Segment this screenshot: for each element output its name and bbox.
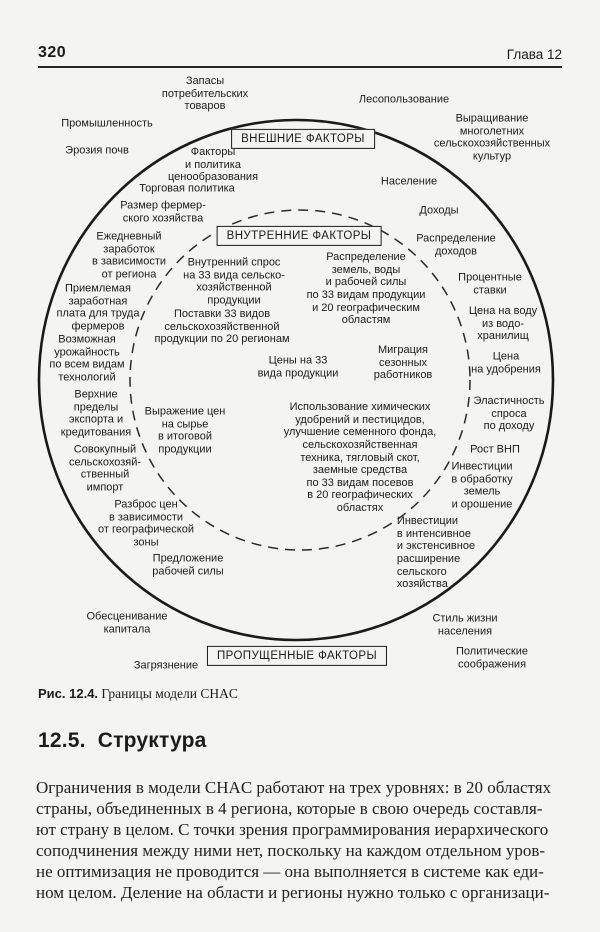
label-political-considerations: Политические соображения xyxy=(456,645,528,670)
external-factors-box: ВНЕШНИЕ ФАКТОРЫ xyxy=(231,128,375,150)
label-depreciation: Обесценивание капитала xyxy=(86,610,168,635)
figure-caption: Рис. 12.4. Границы модели CHAC xyxy=(38,686,238,702)
internal-factors-box: ВНУТРЕННИЕ ФАКТОРЫ xyxy=(216,225,382,247)
label-price-spread: Разброс цен в зависимости от географичес… xyxy=(98,498,194,549)
label-prices-33: Цены на 33 вида продукции xyxy=(257,354,339,379)
label-aggregate-import: Совокупный сельскохозяй- ственный импорт xyxy=(68,443,142,494)
circles-figure xyxy=(37,118,555,642)
label-price-expression: Выражение цен на сырье в итоговой продук… xyxy=(144,405,226,456)
section-heading: 12.5. Структура xyxy=(38,729,207,752)
inner-dashed-circle xyxy=(129,209,471,551)
label-consumer-goods-stock: Запасы потребительских товаров xyxy=(161,75,249,113)
label-labor-supply: Предложение рабочей силы xyxy=(152,552,224,577)
label-upper-limits: Верхние пределы экспорта и кредитования xyxy=(60,388,132,439)
label-pollution: Загрязнение xyxy=(133,659,199,672)
figure-caption-text: Границы модели CHAC xyxy=(98,686,238,701)
label-supplies-33: Поставки 33 видов сельскохозяйственной п… xyxy=(154,308,290,346)
omitted-factors-box: ПРОПУЩЕННЫЕ ФАКТОРЫ xyxy=(206,645,388,667)
label-resource-allocation: Распределение земель, воды и рабочей сил… xyxy=(306,251,426,327)
label-water-price: Цена на воду из водо- хранилищ xyxy=(468,305,538,343)
page-number: 320 xyxy=(38,44,67,61)
label-farm-size: Размер фермер- ского хозяйства xyxy=(120,199,206,224)
outer-circle xyxy=(37,118,555,642)
label-chemicals-use: Использование химических удобрений и пес… xyxy=(283,401,437,515)
label-acceptable-wage: Приемлемая заработная плата для труда фе… xyxy=(56,282,140,333)
figure-caption-label: Рис. 12.4. xyxy=(38,686,99,701)
label-forestry: Лесопользование xyxy=(358,93,450,106)
label-perennial-crops: Выращивание многолетних сельскохозяйстве… xyxy=(433,112,551,163)
label-demand-elasticity: Эластичность спроса по доходу xyxy=(473,395,545,433)
label-soil-erosion: Эрозия почв xyxy=(65,144,129,157)
label-trade-policy: Торговая политика xyxy=(139,182,235,195)
label-gnp-growth: Рост ВНП xyxy=(470,443,520,456)
label-factors-pricing: Факторы и политика ценообразования xyxy=(167,146,259,184)
label-internal-demand: Внутренний спрос на 33 вида сельско- хоз… xyxy=(183,256,285,307)
label-investment-land: Инвестиции в обработку земель и орошение xyxy=(451,460,513,511)
chapter-reference: Глава 12 xyxy=(506,47,562,62)
label-population: Население xyxy=(380,175,438,188)
label-possible-yield: Возможная урожайность по всем видам техн… xyxy=(49,333,125,384)
page-header: 320 Глава 12 xyxy=(38,44,562,68)
label-income: Доходы xyxy=(419,204,459,217)
label-lifestyle: Стиль жизни населения xyxy=(432,612,498,637)
label-seasonal-migration: Миграция сезонных работников xyxy=(373,344,433,382)
label-investment-expansion: Инвестиции в интенсивное и экстенсивное … xyxy=(396,515,476,591)
diagram: ВНЕШНИЕ ФАКТОРЫ ВНУТРЕННИЕ ФАКТОРЫ ПРОПУЩЕ… xyxy=(0,72,600,686)
label-fertilizer-price: Цена на удобрения xyxy=(471,350,541,375)
body-paragraph: Ограничения в модели CHAC работают на тр… xyxy=(36,778,552,902)
label-daily-earnings: Ежедневный заработок в зависимости от ре… xyxy=(91,230,167,281)
label-interest-rates: Процентные ставки xyxy=(458,271,522,296)
label-income-distribution: Распределение доходов xyxy=(416,232,496,257)
label-industry: Промышленность xyxy=(61,117,153,130)
